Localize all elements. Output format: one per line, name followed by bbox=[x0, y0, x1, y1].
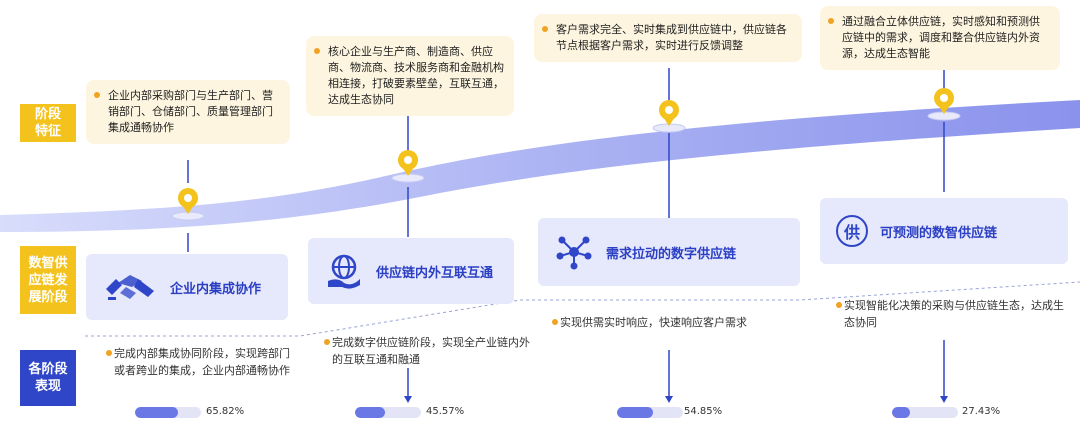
performance-text-1: 完成内部集成协同阶段，实现跨部门或者跨业的集成，企业内部通畅协作 bbox=[98, 345, 294, 379]
progress-bar-1 bbox=[135, 407, 201, 418]
feature-bubble-4: 通过融合立体供应链，实时感知和预测供应链中的需求，调度和整合供应链内外资源，达成… bbox=[820, 6, 1060, 70]
progress-fill bbox=[617, 407, 654, 418]
row-label-stage-features: 阶段 特征 bbox=[20, 104, 76, 142]
stage-name: 需求拉动的数字供应链 bbox=[606, 246, 737, 262]
progress-label-2: 45.57% bbox=[426, 406, 465, 417]
stage-card-3: 需求拉动的数字供应链 bbox=[538, 218, 800, 286]
row-label-stage-performance: 各阶段 表现 bbox=[20, 350, 76, 406]
bullet-dot bbox=[324, 339, 330, 345]
progress-bar-4 bbox=[892, 407, 958, 418]
bullet-dot bbox=[106, 350, 112, 356]
handshake-icon bbox=[106, 275, 154, 300]
growth-wave bbox=[0, 100, 1080, 232]
progress-bar-2 bbox=[355, 407, 421, 418]
bullet-dot bbox=[836, 302, 842, 308]
network-nodes-icon bbox=[556, 236, 592, 270]
progress-label-4: 27.43% bbox=[962, 406, 1001, 417]
stage-card-1: 企业内集成协作 bbox=[86, 254, 288, 320]
stage-name: 供应链内外互联互通 bbox=[376, 265, 494, 281]
stage-card-4: 供 可预测的数智供应链 bbox=[820, 198, 1068, 264]
stage-separator bbox=[85, 281, 1080, 337]
bullet-dot bbox=[552, 319, 558, 325]
row-label-development-stage: 数智供 应链发 展阶段 bbox=[20, 246, 76, 314]
feature-bubble-1: 企业内部采购部门与生产部门、营销部门、仓储部门、质量管理部门集成通畅协作 bbox=[86, 80, 290, 144]
supply-char-icon: 供 bbox=[836, 215, 868, 247]
bullet-dot bbox=[828, 18, 834, 24]
performance-text-3: 实现供需实时响应，快速响应客户需求 bbox=[544, 314, 794, 331]
bullet-dot bbox=[542, 26, 548, 32]
location-pin-icons bbox=[171, 88, 961, 221]
performance-text-4: 实现智能化决策的采购与供应链生态，达成生态协同 bbox=[828, 297, 1068, 331]
progress-bar-3 bbox=[617, 407, 683, 418]
progress-fill bbox=[355, 407, 386, 418]
progress-fill bbox=[892, 407, 911, 418]
feature-bubble-3: 客户需求完全、实时集成到供应链中，供应链各节点根据客户需求，实时进行反馈调整 bbox=[534, 14, 802, 62]
performance-text-2: 完成数字供应链阶段，实现全产业链内外的互联互通和融通 bbox=[316, 334, 530, 368]
stage-name: 企业内集成协作 bbox=[170, 281, 262, 297]
stage-card-2: 供应链内外互联互通 bbox=[308, 238, 514, 304]
globe-hand-icon bbox=[328, 254, 360, 289]
progress-label-1: 65.82% bbox=[206, 406, 245, 417]
bullet-dot bbox=[314, 48, 320, 54]
feature-bubble-2: 核心企业与生产商、制造商、供应商、物流商、技术服务商和金融机构相连接，打破要素壁… bbox=[306, 36, 514, 116]
progress-label-3: 54.85% bbox=[684, 406, 723, 417]
bullet-dot bbox=[94, 92, 100, 98]
progress-fill bbox=[135, 407, 179, 418]
stage-name: 可预测的数智供应链 bbox=[880, 225, 998, 241]
